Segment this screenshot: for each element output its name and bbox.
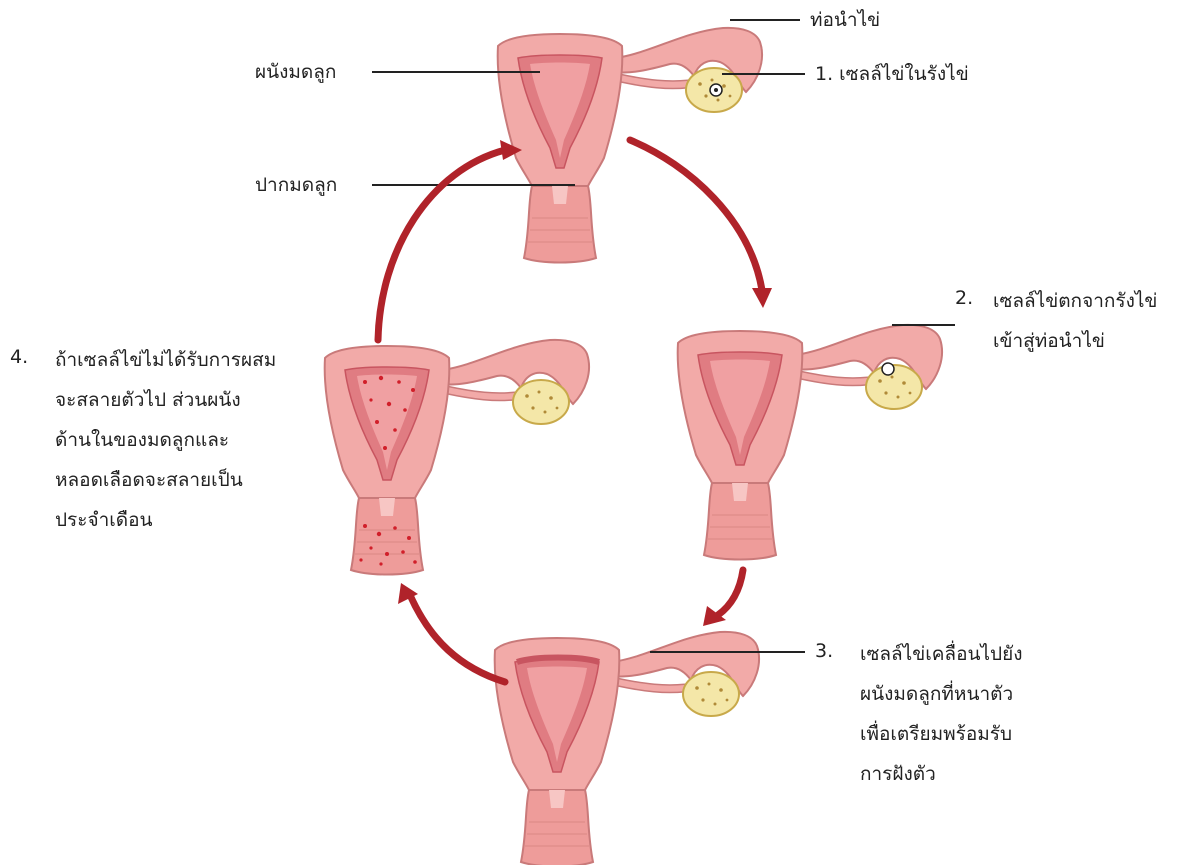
- step-3-line-1: เซลล์ไข่เคลื่อนไปยัง: [860, 640, 1023, 680]
- uterus-stage-3: [495, 632, 759, 865]
- step-3-line-4: การฝังตัว: [860, 760, 1023, 800]
- uterus-stage-2: [678, 325, 942, 560]
- step-3-line-2: ผนังมดลูกที่หนาตัว: [860, 680, 1023, 720]
- step-4-line-4: หลอดเลือดจะสลายเป็น: [55, 466, 276, 506]
- step-3-line-3: เพื่อเตรียมพร้อมรับ: [860, 720, 1023, 760]
- arrow-4-to-1: [378, 150, 505, 340]
- step-4-line-2: จะสลายตัวไป ส่วนผนัง: [55, 386, 276, 426]
- label-uterine-wall: ผนังมดลูก: [255, 60, 336, 84]
- step-4-line-5: ประจำเดือน: [55, 506, 276, 546]
- step-2-line-1: เซลล์ไข่ตกจากรังไข่: [993, 287, 1157, 327]
- step-4-line-3: ด้านในของมดลูกและ: [55, 426, 276, 466]
- label-cervix: ปากมดลูก: [255, 173, 337, 197]
- label-fallopian-tube: ท่อนำไข่: [810, 8, 880, 32]
- step-3-number: 3.: [815, 640, 833, 662]
- arrow-1-to-2: [630, 140, 762, 290]
- label-step-1: 1. เซลล์ไข่ในรังไข่: [815, 62, 969, 86]
- step-2-number: 2.: [955, 287, 973, 309]
- arrow-3-to-4: [410, 595, 505, 682]
- egg-in-tube: [882, 363, 894, 375]
- arrow-2-to-3: [718, 570, 743, 615]
- step-2-line-2: เข้าสู่ท่อนำไข่: [993, 327, 1157, 367]
- step-4-number: 4.: [10, 346, 28, 368]
- uterus-stage-1: [498, 28, 762, 263]
- step-4-line-1: ถ้าเซลล์ไข่ไม่ได้รับการผสม: [55, 346, 276, 386]
- uterus-stage-4: [325, 340, 589, 575]
- arrowhead-1: [752, 288, 772, 308]
